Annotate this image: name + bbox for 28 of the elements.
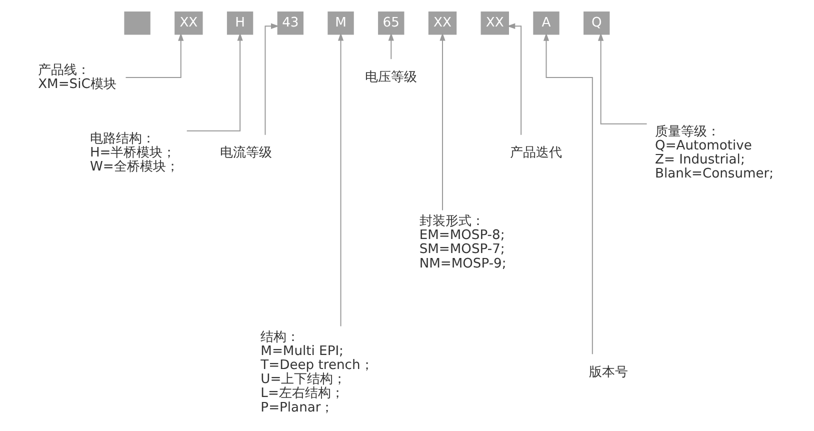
arrow [507,23,522,135]
node-box: 65 [378,12,404,35]
node-text: 产品线： XM=SiC模块 [38,62,116,92]
node-text: 电流等级 [220,145,272,160]
node-box: XX [480,12,509,35]
arrow [338,32,344,326]
arrow [598,32,647,124]
arrow [126,32,184,78]
arrow [264,23,280,135]
node-box: M [328,12,354,35]
node-box: A [533,12,560,35]
arrow [440,32,446,210]
node-box: 43 [277,12,304,35]
arrow [388,32,394,60]
node-box: XX [174,12,203,35]
node-text: 版本号 [589,365,628,380]
node-box: Q [584,12,610,35]
node-box [124,12,150,35]
node-text: 产品迭代 [510,145,562,160]
arrow [543,32,593,354]
node-box: XX [428,12,457,35]
node-text: 结构： M=Multi EPI; T=Deep trench； U=上下结构； L=左右结构； P=Planar； [260,330,374,416]
arrow [186,32,243,132]
node-text: 电压等级 [364,70,417,85]
node-text: 电路结构： H=半桥模块； W=全桥模块； [90,131,179,175]
node-text: 质量等级： Q=Automotive Z= Industrial; Blank=Consumer; [655,124,774,182]
node-box: H [226,12,254,35]
node-text: 封装形式： EM=MOSP-8; SM=MOSP-7; NM=MOSP-9; [419,214,506,272]
